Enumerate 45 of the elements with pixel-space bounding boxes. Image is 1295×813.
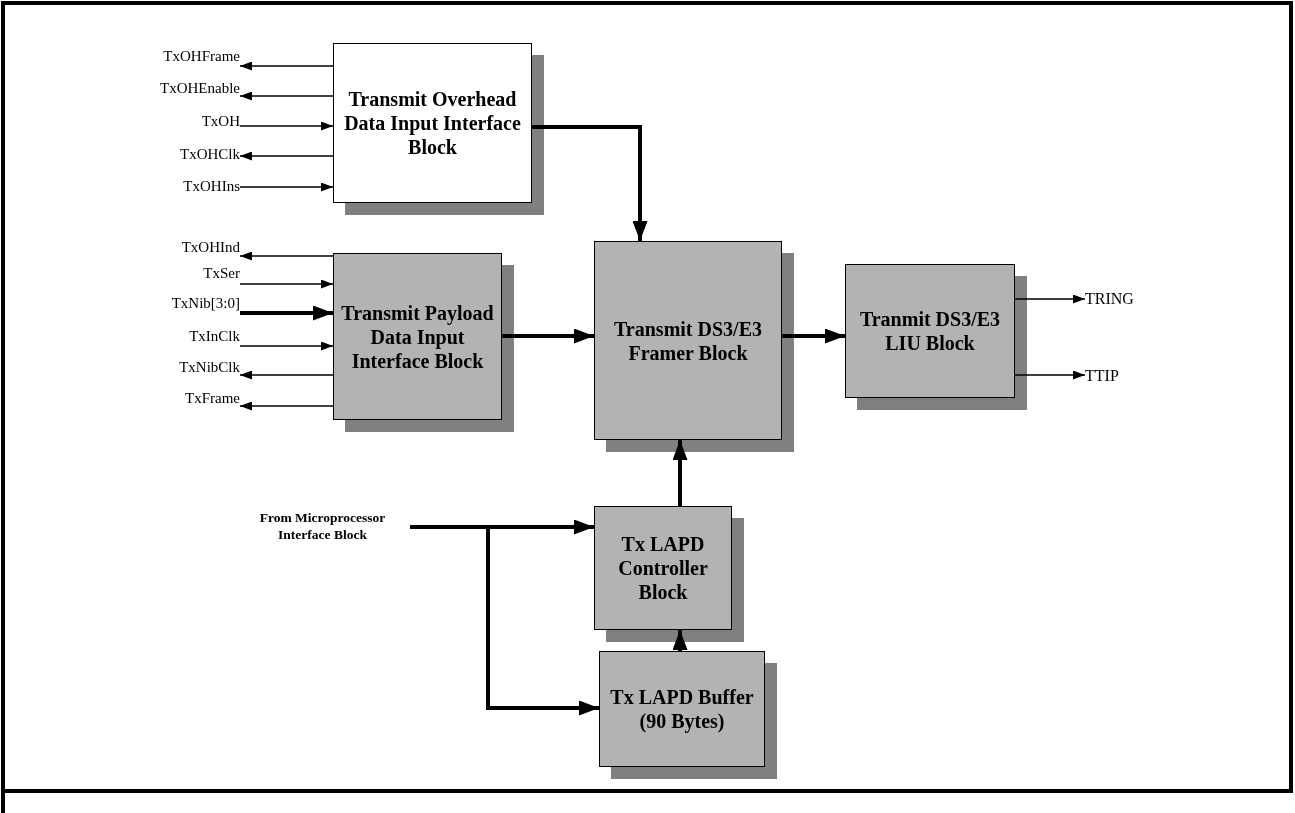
arrow bbox=[502, 328, 594, 344]
arrow bbox=[410, 525, 599, 716]
signal-label: TxOHClk bbox=[180, 146, 240, 163]
arrow bbox=[239, 182, 334, 192]
signal-label: TxOHIns bbox=[183, 178, 240, 195]
signal-label: TRING bbox=[1085, 290, 1134, 308]
block-label: Tx LAPD Controller Block bbox=[617, 532, 709, 604]
process-block bbox=[845, 264, 1015, 398]
block-label: Tx LAPD Buffer (90 Bytes) bbox=[609, 685, 755, 733]
block-label: Tranmit DS3/E3 LIU Block bbox=[858, 307, 1002, 355]
arrow bbox=[239, 401, 334, 411]
block-label: Transmit DS3/E3 Framer Block bbox=[613, 316, 763, 365]
arrow bbox=[672, 630, 688, 651]
signal-label: TxNibClk bbox=[179, 358, 240, 376]
arrow bbox=[239, 251, 334, 261]
block-label: Transmit Payload Data Input Interface Block bbox=[340, 300, 495, 373]
arrow bbox=[239, 151, 334, 161]
process-block bbox=[333, 43, 532, 203]
arrow bbox=[532, 125, 648, 241]
arrow bbox=[1014, 294, 1086, 304]
signal-label: TxInClk bbox=[189, 328, 240, 345]
arrow bbox=[240, 305, 333, 321]
arrow bbox=[239, 370, 334, 380]
process-block bbox=[594, 506, 732, 630]
signal-label: TxOHFrame bbox=[163, 48, 240, 65]
arrow bbox=[239, 279, 334, 289]
block-label: Transmit Overhead Data Input Interface Block bbox=[343, 87, 522, 159]
signal-label: TxNib[3:0] bbox=[171, 295, 240, 312]
arrow bbox=[239, 91, 334, 101]
arrow bbox=[239, 61, 334, 71]
process-block bbox=[599, 651, 765, 767]
arrow bbox=[239, 341, 334, 351]
signal-label: TxSer bbox=[203, 264, 240, 282]
signal-label: TxFrame bbox=[185, 390, 240, 407]
signal-label: TxOH bbox=[201, 113, 240, 130]
process-block bbox=[333, 253, 502, 420]
arrow bbox=[782, 328, 845, 344]
source-label: From Microprocessor Interface Block bbox=[258, 510, 387, 544]
arrow bbox=[1014, 370, 1086, 380]
signal-label: TxOHEnable bbox=[160, 80, 240, 97]
process-block bbox=[594, 241, 782, 440]
signal-label: TxOHInd bbox=[181, 238, 240, 256]
signal-label: TTIP bbox=[1085, 367, 1119, 385]
arrow bbox=[239, 121, 334, 131]
arrow bbox=[672, 440, 688, 506]
